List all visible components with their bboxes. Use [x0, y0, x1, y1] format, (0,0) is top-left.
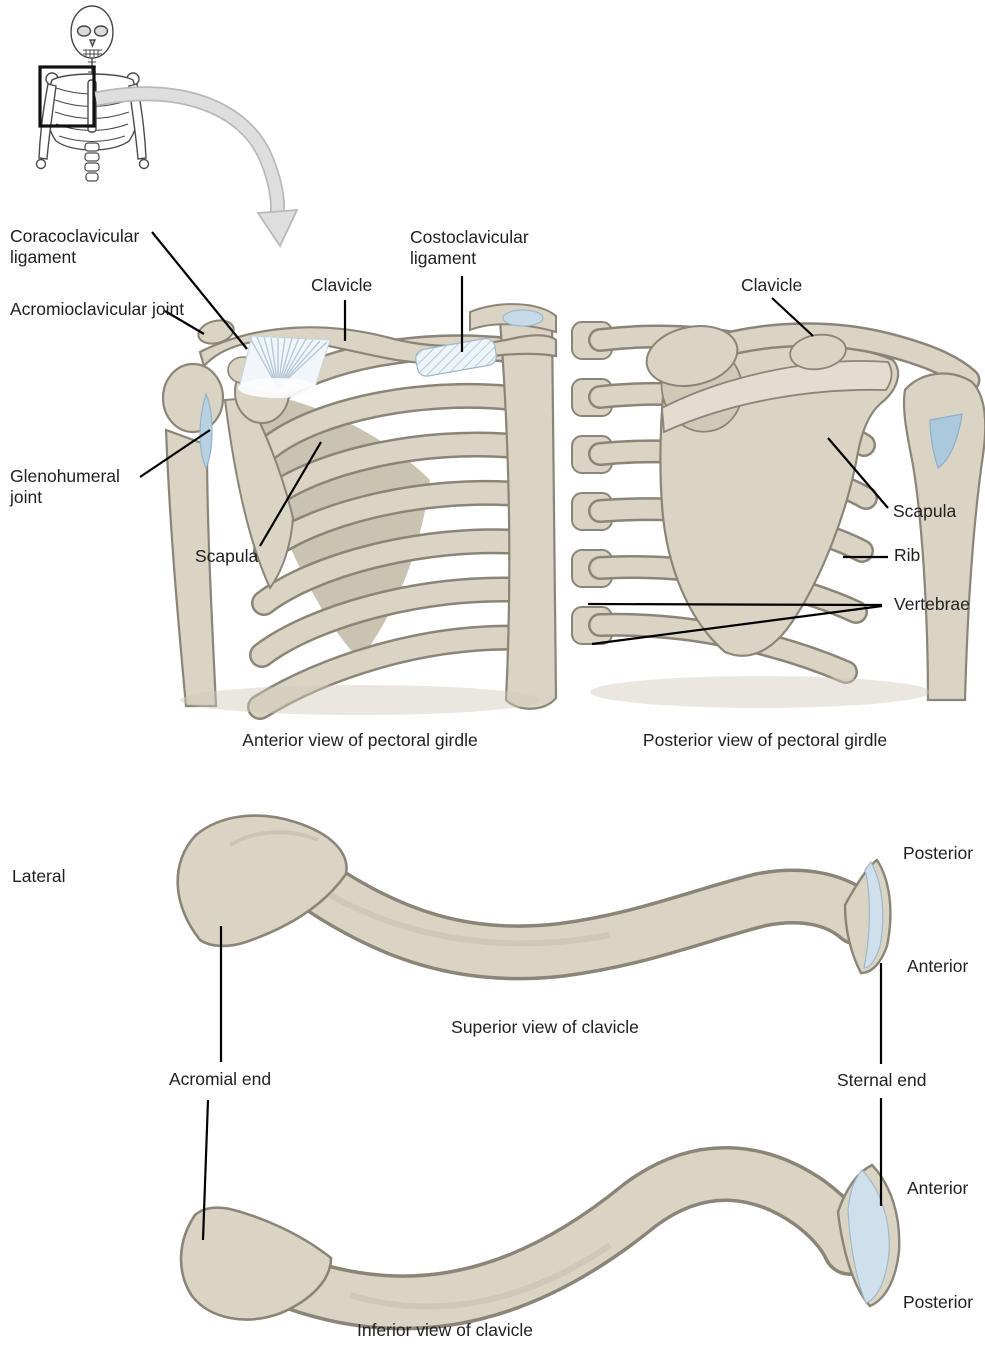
inset-focus-box: [38, 65, 96, 128]
label-posterior-inferior: Posterior: [903, 1292, 974, 1312]
leader-lines: [139, 231, 889, 1241]
humerus-head: [161, 362, 225, 434]
caption-posterior-view: Posterior view of pectoral girdle: [642, 730, 888, 750]
acromial-end-superior: [176, 814, 348, 948]
caption-inferior-view: Inferior view of clavicle: [356, 1320, 534, 1340]
costoclavicular-ligament-patch: [415, 337, 497, 377]
leader-vertebrae-1: [587, 602, 883, 607]
leader-glenohumeral: [139, 429, 211, 478]
leader-coracoclavicular: [151, 231, 248, 350]
clavicle-posterior: [692, 322, 981, 393]
scapula-lateral-border: [223, 396, 295, 590]
superior-clavicle-illustration: [176, 814, 892, 981]
label-costoclavicular-ligament: Costoclavicular ligament: [410, 227, 529, 268]
leader-acromioclavicular: [164, 310, 205, 335]
acromion-posterior: [645, 325, 739, 387]
anterior-pectoral-girdle-illustration: [161, 303, 558, 720]
label-clavicle-anterior: Clavicle: [311, 275, 373, 295]
acromial-end-inferior: [179, 1206, 333, 1321]
leader-acromial-bottom: [201, 1099, 210, 1241]
label-glenohumeral-joint: Glenohumeral joint: [10, 466, 120, 507]
label-anterior-superior: Anterior: [907, 956, 969, 976]
spine-of-scapula: [661, 360, 893, 434]
label-clavicle-posterior: Clavicle: [741, 275, 803, 295]
label-rib: Rib: [894, 545, 921, 565]
label-lateral: Lateral: [12, 866, 66, 886]
humerus-shaft: [164, 428, 218, 708]
zoom-arrow-icon: [94, 86, 299, 248]
anterior-ground-shadow: [180, 685, 540, 715]
posterior-ground-shadow: [590, 676, 930, 708]
label-acromioclavicular-joint: Acromioclavicular joint: [10, 299, 185, 319]
label-coracoclavicular-ligament: Coracoclavicular ligament: [10, 226, 140, 267]
sternum: [498, 312, 558, 710]
label-acromial-end: Acromial end: [169, 1069, 272, 1089]
leader-vertebrae-2: [591, 604, 883, 646]
label-scapula-anterior: Scapula: [195, 546, 259, 566]
label-vertebrae: Vertebrae: [894, 594, 970, 614]
label-posterior-superior: Posterior: [903, 843, 974, 863]
leader-scapula-posterior: [827, 437, 889, 509]
inferior-clavicle-illustration: [179, 1145, 901, 1331]
leader-clavicle-posterior: [771, 297, 814, 337]
label-sternal-end: Sternal end: [837, 1070, 927, 1090]
vertebral-column: [571, 321, 613, 645]
sternal-cartilage-inferior: [847, 1169, 890, 1304]
label-anterior-inferior: Anterior: [907, 1178, 969, 1198]
sternal-cartilage-superior: [863, 860, 884, 969]
acromion: [197, 319, 235, 345]
humerus-posterior: [902, 372, 985, 702]
leader-scapula-anterior: [259, 441, 322, 547]
caption-anterior-view: Anterior view of pectoral girdle: [242, 730, 478, 750]
scapula-superior-hump: [789, 333, 847, 371]
coracoclavicular-ligament-fan: [238, 335, 331, 398]
glenohumeral-cartilage: [199, 392, 213, 470]
posterior-pectoral-girdle-illustration: [571, 321, 985, 708]
costal-cartilage: [502, 309, 544, 327]
label-scapula-posterior: Scapula: [893, 501, 957, 521]
glenoid-cartilage: [929, 413, 963, 469]
caption-superior-view: Superior view of clavicle: [451, 1017, 639, 1037]
